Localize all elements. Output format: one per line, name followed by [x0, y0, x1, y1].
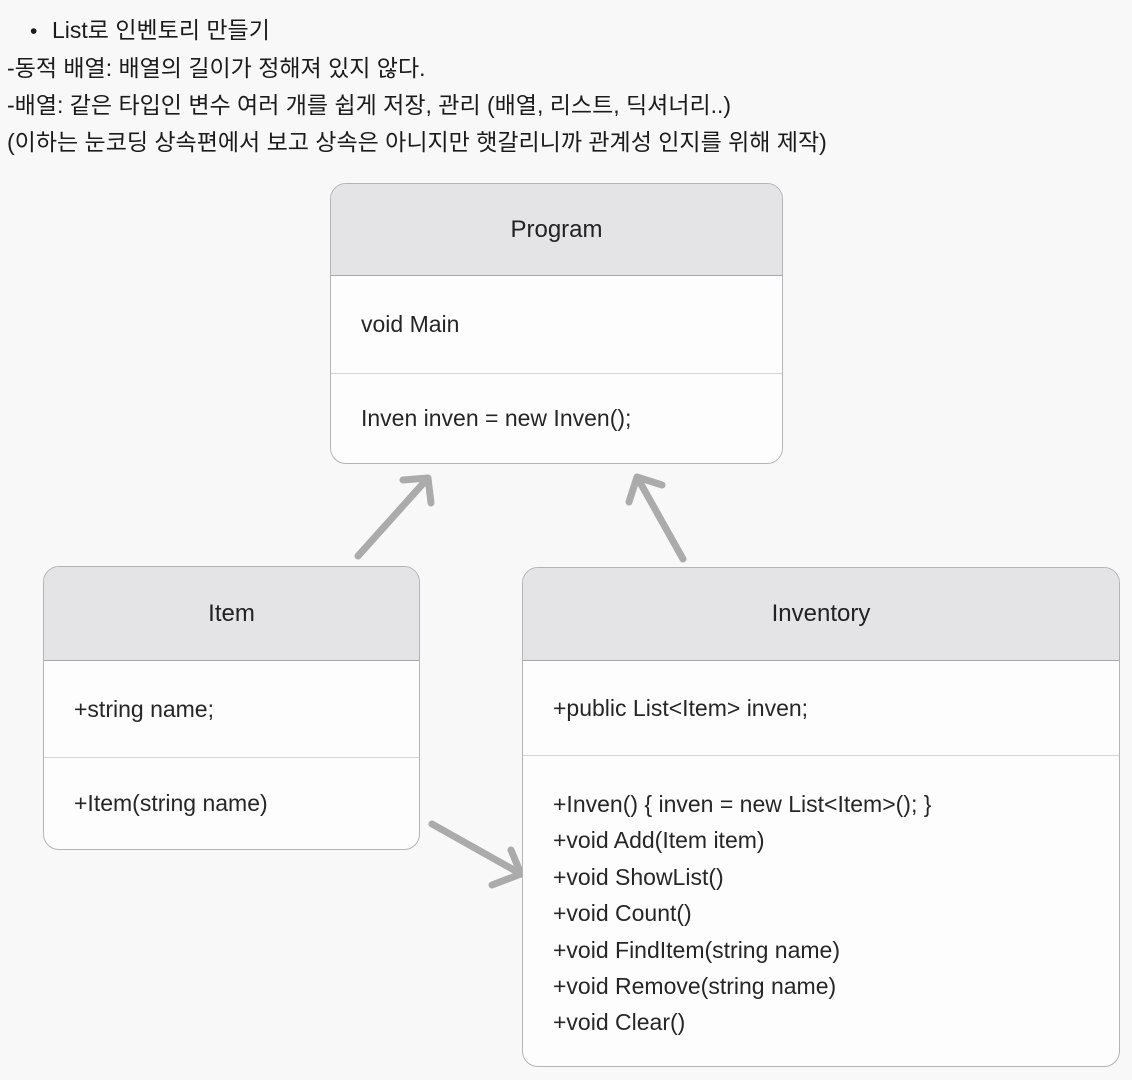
class-header: Program [331, 184, 782, 276]
class-fields-section: +public List<Item> inven; [523, 661, 1119, 756]
notes-block: • List로 인벤토리 만들기 -동적 배열: 배열의 길이가 정해져 있지 않… [7, 12, 827, 161]
class-header: Item [44, 567, 419, 661]
field-list: +public List<Item> inven; [553, 690, 808, 726]
class-title: Program [510, 215, 603, 243]
method-line: +void Clear() [553, 1009, 686, 1036]
class-box-item[interactable]: Item +string name; +Item(string name) [43, 566, 420, 850]
class-title: Item [208, 599, 255, 627]
note-line-text: List로 인벤토리 만들기 [52, 17, 270, 43]
class-box-inventory[interactable]: Inventory +public List<Item> inven; +Inv… [522, 567, 1120, 1067]
field-line: +public List<Item> inven; [553, 694, 809, 721]
method-line: Inven inven = new Inven(); [361, 405, 632, 432]
arrow-inventory-to-program [625, 473, 687, 563]
field-list: +string name; [74, 691, 214, 727]
note-line-text: -배열: 같은 타입인 변수 여러 개를 쉽게 저장, 관리 (배열, 리스트,… [7, 92, 732, 118]
method-line: +void FindItem(string name) [553, 936, 840, 963]
class-fields-section: void Main [331, 276, 782, 374]
class-fields-section: +string name; [44, 661, 419, 758]
bullet-icon: • [30, 20, 38, 43]
method-line: +Inven() { inven = new List<Item>(); } [553, 791, 932, 817]
arrow-item-to-program [354, 474, 435, 560]
method-list: Inven inven = new Inven(); [361, 400, 631, 436]
method-list: +Item(string name) [74, 785, 268, 821]
note-line-text: -동적 배열: 배열의 길이가 정해져 있지 않다. [7, 55, 426, 81]
note-bullet-line: • List로 인벤토리 만들기 [7, 12, 827, 50]
method-line: +void ShowList() [553, 863, 724, 890]
method-line: +void Remove(string name) [553, 973, 837, 1000]
class-title: Inventory [771, 600, 871, 627]
class-methods-section: +Inven() { inven = new List<Item>(); } +v… [523, 756, 1119, 1066]
method-list: +Inven() { inven = new List<Item>(); } +v… [553, 756, 931, 1041]
note-line-text: (이하는 눈코딩 상속편에서 보고 상속은 아니지만 햇갈리니까 관계성 인지를… [7, 129, 827, 155]
class-box-program[interactable]: Program void Main Inven inven = new Inve… [330, 183, 783, 464]
class-methods-section: +Item(string name) [44, 758, 419, 849]
field-list: void Main [361, 306, 459, 342]
field-line: +string name; [74, 695, 214, 722]
method-line: +void Count() [553, 900, 692, 927]
method-line: +Item(string name) [74, 790, 268, 817]
method-line: +void Add(Item item) [553, 827, 765, 854]
class-header: Inventory [523, 568, 1119, 661]
class-methods-section: Inven inven = new Inven(); [331, 374, 782, 463]
arrow-item-to-inventory [428, 820, 525, 889]
field-line: void Main [361, 311, 460, 338]
